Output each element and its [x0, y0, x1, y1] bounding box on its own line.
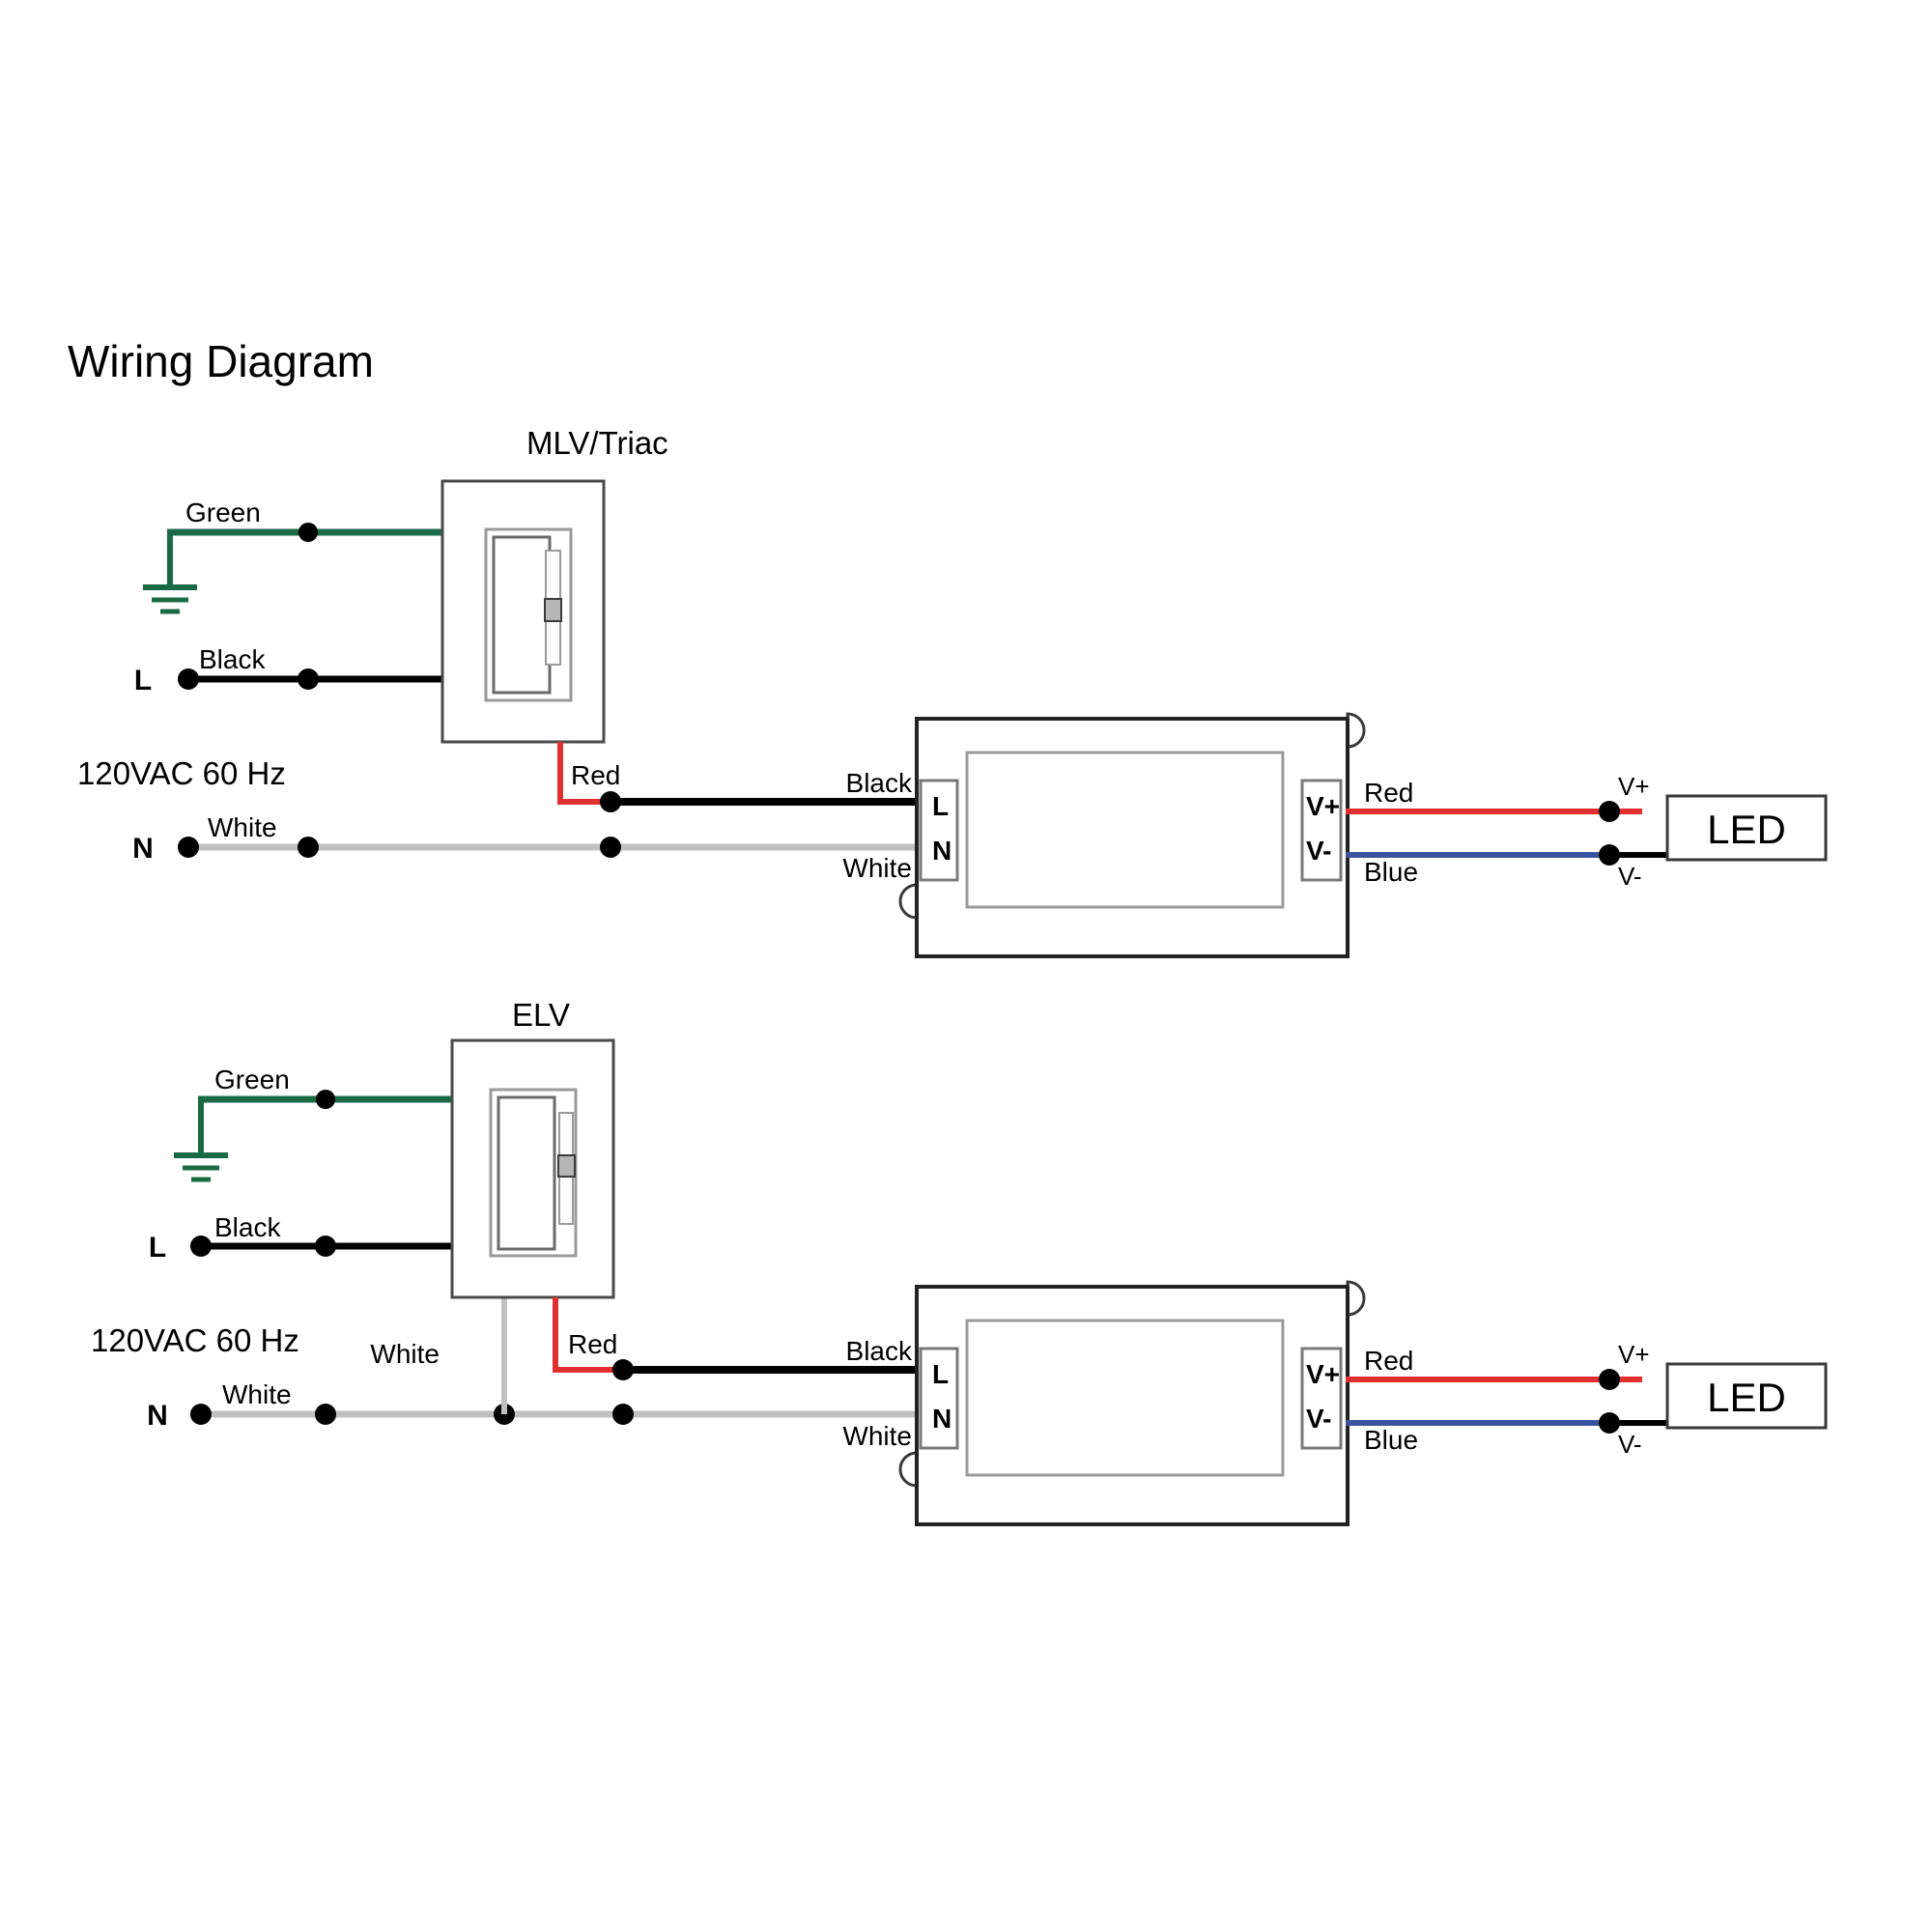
junction-dot	[298, 837, 319, 858]
driver-terminal-Vplus-mlv: V+	[1306, 791, 1340, 821]
driver-output-terminal-block	[1300, 1347, 1343, 1450]
neutral-source-dot	[178, 837, 199, 858]
dimmer-slider-handle[interactable]	[544, 598, 562, 622]
source-label-mlv: 120VAC 60 Hz	[77, 755, 286, 791]
diagram-elv: ELV Green L Black 120VAC 60 Hz	[91, 997, 1828, 1526]
led-positive-wire-label: Red	[1364, 1346, 1413, 1376]
line-source-dot	[190, 1236, 212, 1257]
driver-line-wire-mlv: Black	[600, 768, 930, 812]
junction-dot	[1599, 844, 1620, 866]
source-label-elv: 120VAC 60 Hz	[91, 1322, 299, 1358]
terminal-L-elv: L	[149, 1232, 166, 1264]
driver-line-label-mlv: Black	[846, 768, 913, 798]
dimmer-output-wire-mlv: Red	[557, 742, 620, 805]
driver-line-label-elv: Black	[846, 1336, 913, 1366]
junction-dot	[315, 1404, 336, 1425]
page-title: Wiring Diagram	[68, 336, 374, 386]
junction-dot	[600, 791, 621, 812]
line-wire-elv: L Black	[149, 1212, 452, 1264]
driver-terminal-L-elv: L	[932, 1359, 949, 1389]
neutral-wire-elv: N White White	[147, 1379, 930, 1451]
driver-neutral-label-elv: White	[842, 1421, 912, 1451]
dimmer-panel	[492, 535, 552, 695]
diagram-mlv-triac: MLV/Triac Green L Black 120VAC 60 Hz	[77, 425, 1828, 958]
dimmer-neutral-wire-elv: White	[370, 1297, 507, 1414]
neutral-wire-label: White	[208, 812, 277, 842]
dimmer-label-mlv: MLV/Triac	[526, 425, 668, 461]
led-negative-wire-label: Blue	[1364, 1425, 1418, 1455]
driver-terminal-N-mlv: N	[932, 836, 952, 866]
led-box	[1665, 1362, 1828, 1430]
dimmer-output-wire-elv: Red	[553, 1297, 623, 1373]
ground-wire-label: Green	[214, 1065, 290, 1094]
driver-terminal-N-elv: N	[932, 1404, 952, 1434]
line-source-dot	[178, 668, 199, 690]
junction-dot	[1599, 1369, 1620, 1390]
junction-dot	[298, 523, 318, 542]
driver-terminal-Vminus-mlv: V-	[1306, 836, 1331, 866]
driver-terminal-L-mlv: L	[932, 791, 949, 821]
junction-dot	[612, 1359, 634, 1380]
line-wire-mlv: L Black	[134, 644, 442, 696]
neutral-source-dot	[190, 1404, 212, 1425]
ground-wire-label: Green	[185, 497, 261, 527]
led-driver-mlv: L N V+ V-	[898, 712, 1366, 958]
dimmer-elv[interactable]	[450, 1038, 615, 1299]
led-box	[1665, 794, 1828, 862]
driver-terminal-Vminus-elv: V-	[1306, 1404, 1331, 1434]
terminal-N-mlv: N	[132, 833, 154, 865]
load-vplus-label-mlv: V+	[1618, 772, 1650, 801]
terminal-L-mlv: L	[134, 665, 152, 696]
dimmer-panel	[497, 1095, 556, 1251]
red-wire-label: Red	[571, 760, 620, 790]
driver-terminal-Vplus-elv: V+	[1306, 1359, 1340, 1389]
neutral-wire-label: White	[222, 1379, 292, 1409]
terminal-N-elv: N	[147, 1400, 168, 1432]
dimmer-mlv-triac[interactable]	[440, 479, 606, 744]
line-wire-label: Black	[214, 1212, 281, 1242]
earth-ground-icon	[174, 1152, 228, 1182]
driver-neutral-label-mlv: White	[842, 853, 912, 883]
red-wire-label: Red	[568, 1329, 617, 1359]
junction-dot	[1599, 801, 1620, 822]
led-load-mlv: LED	[1665, 794, 1828, 862]
red-wire-path	[557, 742, 611, 805]
earth-ground-icon	[143, 584, 197, 614]
driver-inner-panel	[965, 1319, 1285, 1477]
dimmer-slider-handle[interactable]	[557, 1154, 576, 1178]
junction-dot	[600, 837, 621, 858]
ground-wire-mlv: Green	[143, 497, 442, 614]
junction-dot	[298, 668, 319, 690]
driver-output-terminal-block	[1300, 779, 1343, 882]
driver-inner-panel	[965, 751, 1285, 909]
load-vminus-label-mlv: V-	[1618, 862, 1642, 891]
junction-dot	[315, 1236, 336, 1257]
junction-dot	[1599, 1412, 1620, 1434]
led-positive-wire-label: Red	[1364, 778, 1413, 808]
ground-wire-elv: Green	[174, 1065, 452, 1182]
driver-line-wire-elv: Black	[612, 1336, 930, 1380]
led-load-elv: LED	[1665, 1362, 1828, 1430]
led-output-wires-elv: Red Blue V+ V-	[1346, 1340, 1679, 1459]
junction-dot	[612, 1404, 634, 1425]
led-driver-elv: L N V+ V-	[898, 1280, 1366, 1526]
led-negative-wire-label: Blue	[1364, 857, 1418, 887]
junction-dot	[316, 1090, 335, 1109]
dimmer-neutral-label: White	[370, 1339, 440, 1369]
driver-input-terminal-block	[919, 1347, 959, 1450]
led-label-elv: LED	[1707, 1375, 1786, 1420]
load-vminus-label-elv: V-	[1618, 1430, 1642, 1459]
led-label-mlv: LED	[1707, 807, 1786, 852]
dimmer-label-elv: ELV	[512, 997, 570, 1033]
neutral-wire-mlv: N White White	[132, 812, 930, 883]
load-vplus-label-elv: V+	[1618, 1340, 1650, 1369]
line-wire-label: Black	[199, 644, 266, 674]
driver-input-terminal-block	[919, 779, 959, 882]
red-wire-path	[553, 1297, 623, 1373]
